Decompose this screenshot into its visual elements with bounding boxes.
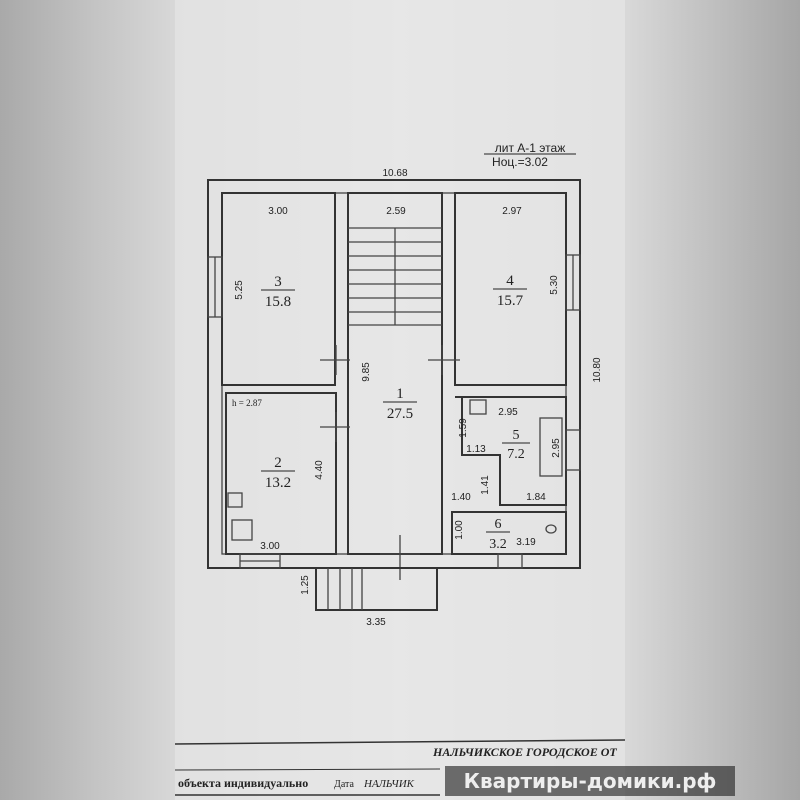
doors (320, 345, 460, 580)
room-5-width: 2.95 (498, 407, 518, 418)
room-4-area: 15.7 (497, 293, 524, 309)
room-2-area: 13.2 (265, 475, 291, 491)
room-3-area: 15.8 (265, 294, 291, 310)
dim-porch-width: 3.35 (366, 617, 386, 628)
footer-city: НАЛЬЧИК (363, 778, 415, 790)
room-4-length: 5.30 (549, 275, 560, 295)
room-5-outline (455, 396, 567, 506)
staircase (348, 227, 442, 326)
room-6-area: 3.2 (489, 537, 507, 552)
dim-overall-depth: 10.80 (592, 357, 603, 382)
paper-sheet (175, 0, 625, 800)
kitchen-sink-fixture (227, 492, 243, 508)
room-5-dim-a: 1.59 (458, 418, 469, 438)
room-5-number: 5 (513, 428, 520, 443)
room-2-ceiling: h = 2.87 (232, 398, 262, 408)
room-6-width: 3.19 (516, 537, 536, 548)
room-5-dim-b: 1.13 (466, 444, 486, 455)
room-4-number: 4 (506, 273, 514, 289)
footer-rule (174, 768, 441, 771)
dim-stair-width: 2.59 (386, 206, 406, 217)
windows (207, 254, 581, 569)
room-2-number: 2 (274, 455, 282, 471)
sink-fixture (469, 399, 487, 415)
dim-corridor: 9.85 (361, 362, 372, 382)
ceiling-height-label: Ноц.=3.02 (492, 155, 548, 169)
dim-overall-width: 10.68 (382, 168, 407, 179)
stove-fixture (231, 519, 253, 541)
room-1-number: 1 (396, 386, 404, 402)
room-5-length: 2.95 (551, 438, 562, 458)
room-2-width: 3.00 (260, 541, 280, 552)
room-3-width: 3.00 (268, 206, 288, 217)
room-5-dim-d: 1.84 (526, 492, 546, 503)
footer-rule (174, 739, 626, 745)
bath-fixture (539, 417, 563, 477)
room-6-number: 6 (495, 517, 502, 532)
watermark: Квартиры-домики.рф (445, 766, 735, 796)
porch (315, 567, 438, 611)
room-6-length: 1.00 (454, 520, 465, 540)
floor-label: лит А-1 этаж (495, 141, 565, 155)
room-2-outline (225, 392, 337, 555)
room-5-area: 7.2 (507, 447, 525, 462)
room-6-dim-a: 1.40 (451, 492, 471, 503)
footer-org: НАЛЬЧИКСКОЕ ГОРОДСКОЕ ОТ (432, 745, 617, 759)
room-3-number: 3 (274, 274, 282, 290)
toilet-fixture (545, 524, 557, 534)
room-2-length: 4.40 (314, 460, 325, 480)
footer-object: объекта индивидуально (178, 776, 308, 790)
room-1-area: 27.5 (387, 406, 413, 422)
room-4-width: 2.97 (502, 206, 522, 217)
room-5-dim-c: 1.41 (480, 475, 491, 495)
dim-porch-depth: 1.25 (300, 575, 311, 595)
footer-date-col: Дата (334, 779, 354, 790)
room-3-length: 5.25 (234, 280, 245, 300)
